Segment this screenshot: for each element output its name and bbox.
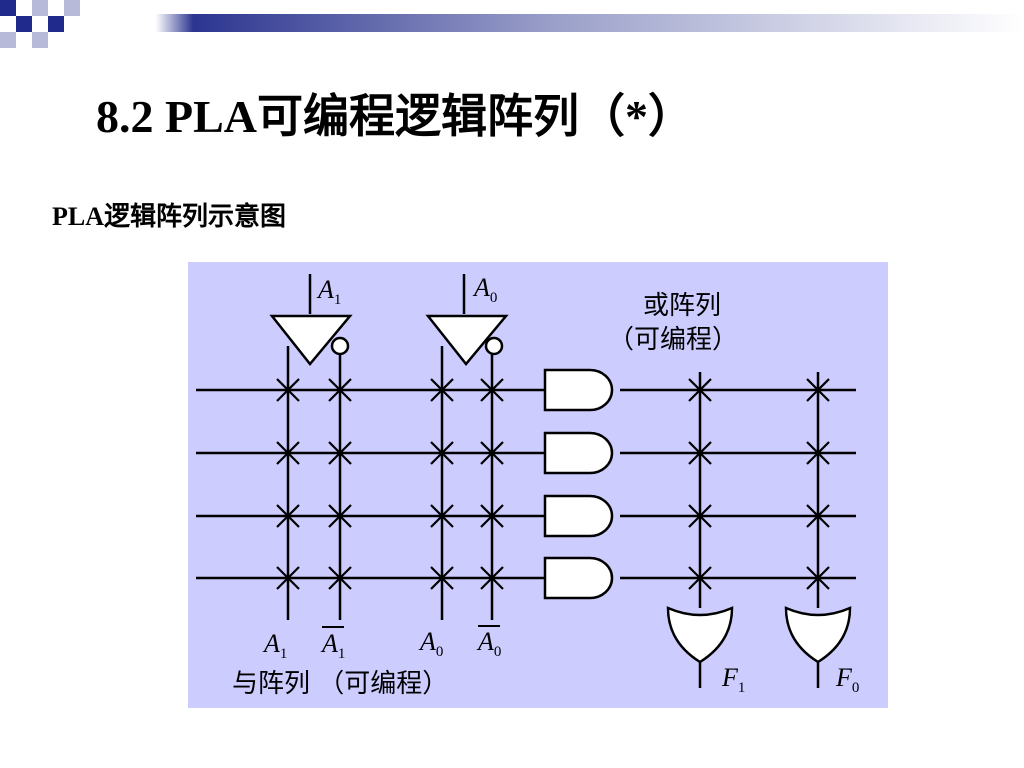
- or-array-note: （可编程）: [608, 325, 738, 355]
- and-gate-4: [543, 556, 614, 600]
- and-gate-1: [543, 368, 614, 412]
- output-label-f0: F0: [835, 663, 859, 696]
- inverter-bubble-a1: [330, 336, 350, 356]
- connection-cross: [688, 566, 712, 590]
- connection-cross: [328, 566, 352, 590]
- connection-cross: [480, 566, 504, 590]
- connection-cross: [430, 378, 454, 402]
- bottom-label-not-a1: A1: [320, 629, 345, 662]
- bottom-label-not-a0: A0: [476, 627, 501, 660]
- input-label-a1: A1: [316, 275, 341, 308]
- and-gates: [543, 368, 614, 600]
- connection-cross: [806, 504, 830, 528]
- or-array-label: 或阵列: [643, 291, 721, 321]
- connection-cross: [276, 441, 300, 465]
- page-title: 8.2 PLA可编程逻辑阵列（*）: [96, 91, 694, 142]
- inverter-bubble-a0: [484, 336, 504, 356]
- bottom-label-a1: A1: [262, 629, 287, 662]
- diagram-caption: PLA逻辑阵列示意图: [52, 202, 287, 231]
- header-band-graphic: [0, 0, 1024, 48]
- buffer-a0: [425, 314, 509, 366]
- or-gates: [666, 606, 852, 664]
- and-array-label: 与阵列 （可编程）: [232, 669, 448, 699]
- connection-cross: [806, 566, 830, 590]
- connection-cross: [276, 504, 300, 528]
- input-label-a0: A0: [472, 273, 497, 306]
- or-gate-f0: [784, 606, 852, 664]
- buffer-a1: [269, 314, 353, 366]
- connection-cross: [688, 504, 712, 528]
- connection-cross: [430, 441, 454, 465]
- connection-cross: [328, 504, 352, 528]
- input-buffers: [269, 314, 509, 366]
- connection-cross: [806, 378, 830, 402]
- connection-cross: [328, 441, 352, 465]
- header-band: [0, 0, 1024, 48]
- output-label-f1: F1: [721, 663, 745, 696]
- pla-diagram: A1 A0 或阵列 （可编程） A1 A1 A0 A0 与阵列 （可编程） F1…: [188, 262, 888, 708]
- connection-cross: [430, 504, 454, 528]
- connection-cross: [480, 504, 504, 528]
- connection-cross: [688, 378, 712, 402]
- bottom-label-a0: A0: [418, 627, 443, 660]
- and-gate-3: [543, 494, 614, 538]
- and-gate-2: [543, 431, 614, 475]
- connection-cross: [430, 566, 454, 590]
- connection-cross: [688, 441, 712, 465]
- connection-cross: [276, 378, 300, 402]
- connection-cross: [480, 441, 504, 465]
- pla-circuit: A1 A0 或阵列 （可编程） A1 A1 A0 A0 与阵列 （可编程） F1…: [196, 273, 859, 699]
- connection-cross: [480, 378, 504, 402]
- connection-cross: [276, 566, 300, 590]
- or-gate-f1: [666, 606, 734, 664]
- programmable-connections: [276, 378, 830, 590]
- circuit-wires: [196, 274, 856, 688]
- connection-cross: [328, 378, 352, 402]
- connection-cross: [806, 441, 830, 465]
